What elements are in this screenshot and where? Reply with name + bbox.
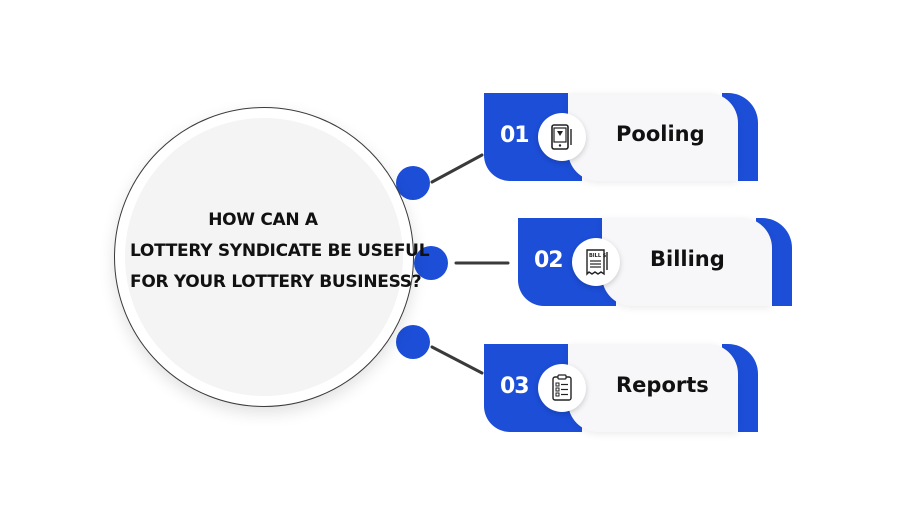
central-question-line: HOW CAN A [208,210,318,230]
checklist-icon [552,374,572,401]
connector-dot-03 [396,325,430,359]
item-label: Pooling [616,122,705,146]
icon-badge [538,113,586,161]
bill-icon-text: BILL $ [589,253,607,259]
icon-badge [538,364,586,412]
icon-badge: BILL $ [572,238,620,286]
item-card-billing: 02 BILL $ Billing [518,218,792,306]
connector-dot-02 [414,246,448,280]
item-label: Billing [650,247,725,271]
item-number: 01 [500,123,530,148]
item-card-reports: 03 Reports [484,344,758,432]
item-number: 03 [500,374,530,399]
central-question-line: FOR YOUR LOTTERY BUSINESS? [130,272,422,292]
central-circle [114,107,414,407]
item-label: Reports [616,373,709,397]
item-panel [568,344,738,432]
item-number: 02 [534,248,564,273]
item-panel [602,218,772,306]
connector-line-01 [430,153,484,184]
central-question-line: LOTTERY SYNDICATE BE USEFUL [130,241,430,261]
item-card-pooling: 01 Pooling [484,93,758,181]
smartphone-icon [551,124,572,150]
bill-icon: BILL $ [586,249,608,276]
connector-dot-01 [396,166,430,200]
connector-line-03 [430,345,484,375]
item-panel [568,93,738,181]
central-question: HOW CAN A LOTTERY SYNDICATE BE USEFUL FO… [130,205,430,298]
